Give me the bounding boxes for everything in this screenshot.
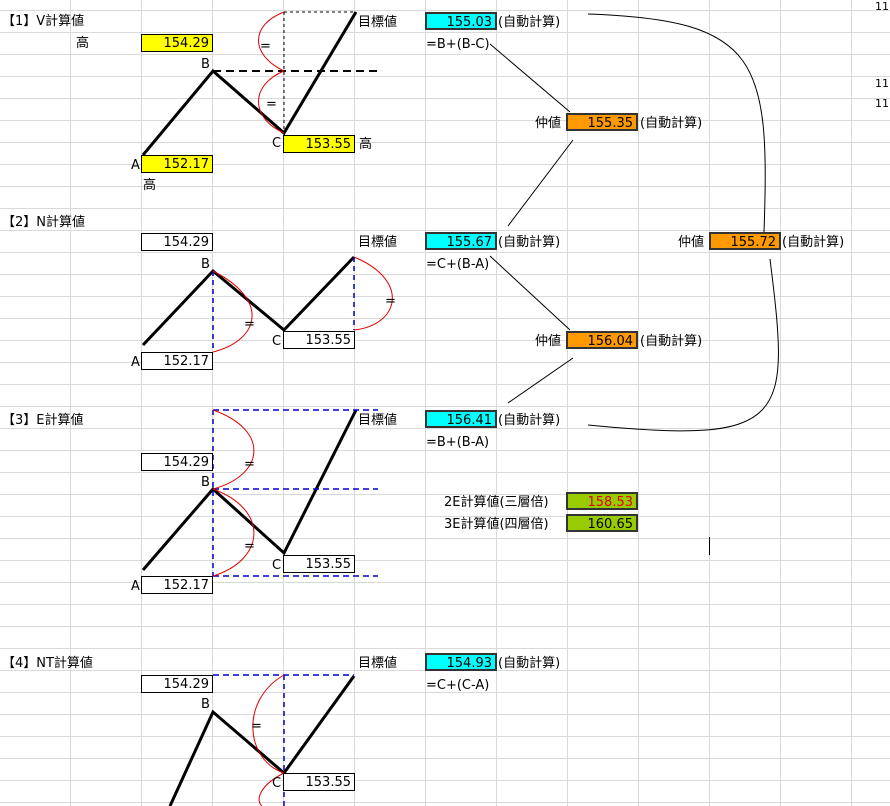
nt-equal-arc-1 xyxy=(252,674,285,774)
n-equal-mark-1: = xyxy=(244,317,255,332)
v-equal-mark-2: = xyxy=(266,97,277,112)
s1-auto-label: (自動計算) xyxy=(498,15,561,30)
s2-formula: =C+(B-A) xyxy=(426,257,490,272)
s2-point-b: B xyxy=(201,257,210,272)
text-cursor xyxy=(709,537,710,555)
s2-b-cell[interactable]: 154.29 xyxy=(141,233,213,251)
s4-point-c: C xyxy=(272,776,282,791)
connector-mid2-to-e xyxy=(507,357,574,404)
mid3-label: 仲値 xyxy=(678,235,705,250)
connector-mid1-to-n xyxy=(507,139,574,227)
e-wave-line xyxy=(141,409,358,571)
connector-mid3-to-e xyxy=(587,258,779,432)
s4-auto-label: (自動計算) xyxy=(498,656,561,671)
mid1-cell[interactable]: 155.35 xyxy=(566,113,638,131)
v-equal-arc-bottom xyxy=(258,70,285,134)
nt-wave-line xyxy=(168,675,356,806)
s4-formula: =C+(C-A) xyxy=(426,678,490,693)
s3-c-cell[interactable]: 153.55 xyxy=(283,555,355,573)
s3-auto-label: (自動計算) xyxy=(498,413,561,428)
nt-equal-mark: = xyxy=(251,719,262,734)
section-1-title: 【1】V計算値 xyxy=(2,14,85,29)
n-wave-line xyxy=(141,255,356,347)
s2-point-a: A xyxy=(131,355,140,370)
s1-b-cell[interactable]: 154.29 xyxy=(141,34,213,52)
section-4-title: 【4】NT計算値 xyxy=(2,656,93,671)
mid3-cell[interactable]: 155.72 xyxy=(709,232,781,250)
s1-target-cell[interactable]: 155.03 xyxy=(425,12,497,30)
s3-a-cell[interactable]: 152.17 xyxy=(141,576,213,594)
e3-cell[interactable]: 160.65 xyxy=(566,514,638,532)
v-equal-mark-1: = xyxy=(260,39,271,54)
mid1-auto-label: (自動計算) xyxy=(640,116,703,131)
e3-label: 3E計算値(四層倍) xyxy=(444,517,549,532)
n-equal-arc-1 xyxy=(212,270,253,353)
s2-target-label: 目標値 xyxy=(358,235,398,250)
s3-b-cell[interactable]: 154.29 xyxy=(141,453,213,471)
edge-number-3: 11 xyxy=(875,97,889,110)
edge-number-2: 11 xyxy=(875,77,889,90)
s1-point-b: B xyxy=(201,57,210,72)
s1-a-high-label: 高 xyxy=(143,178,157,193)
s1-a-cell[interactable]: 152.17 xyxy=(141,155,213,173)
s1-c-cell[interactable]: 153.55 xyxy=(283,135,355,153)
s1-c-high-label: 高 xyxy=(359,137,373,152)
mid2-cell[interactable]: 156.04 xyxy=(566,331,638,349)
nt-equal-arc-2 xyxy=(258,772,285,806)
s2-auto-label: (自動計算) xyxy=(498,235,561,250)
e-equal-arc-1 xyxy=(212,409,255,490)
section-3-title: 【3】E計算値 xyxy=(2,413,84,428)
s4-point-b: B xyxy=(201,697,210,712)
s4-target-label: 目標値 xyxy=(358,656,398,671)
n-equal-arc-2 xyxy=(353,256,393,331)
edge-number-1: 11 xyxy=(875,0,889,13)
mid2-auto-label: (自動計算) xyxy=(640,334,703,349)
n-equal-mark-2: = xyxy=(385,294,396,309)
s3-point-a: A xyxy=(131,579,140,594)
s3-formula: =B+(B-A) xyxy=(426,435,490,450)
s3-point-c: C xyxy=(272,558,282,573)
e-equal-mark-2: = xyxy=(244,539,255,554)
e2-cell[interactable]: 158.53 xyxy=(566,492,638,510)
s1-point-a: A xyxy=(131,158,140,173)
s1-formula: =B+(B-C) xyxy=(426,37,490,52)
e-equal-arc-2 xyxy=(212,488,255,577)
s1-point-c: C xyxy=(272,136,282,151)
s3-point-b: B xyxy=(201,475,210,490)
mid1-label: 仲値 xyxy=(535,116,562,131)
s2-a-cell[interactable]: 152.17 xyxy=(141,352,213,370)
connector-n-to-mid2 xyxy=(489,255,571,331)
s3-target-cell[interactable]: 156.41 xyxy=(425,410,497,428)
s4-c-cell[interactable]: 153.55 xyxy=(283,773,355,791)
s2-point-c: C xyxy=(272,334,282,349)
connector-v-to-mid3 xyxy=(587,13,766,233)
connector-v-to-mid1 xyxy=(489,43,571,113)
s2-target-cell[interactable]: 155.67 xyxy=(425,232,497,250)
v-equal-arc-top xyxy=(258,11,285,72)
mid3-auto-label: (自動計算) xyxy=(782,235,845,250)
section-2-title: 【2】N計算値 xyxy=(2,215,85,230)
s2-c-cell[interactable]: 153.55 xyxy=(283,331,355,349)
e-equal-mark-1: = xyxy=(244,457,255,472)
s4-target-cell[interactable]: 154.93 xyxy=(425,653,497,671)
s1-high-label: 高 xyxy=(76,36,90,51)
v-wave-line xyxy=(141,11,358,156)
e2-label: 2E計算値(三層倍) xyxy=(444,495,549,510)
s4-b-cell[interactable]: 154.29 xyxy=(141,675,213,693)
mid2-label: 仲値 xyxy=(535,334,562,349)
s3-target-label: 目標値 xyxy=(358,413,398,428)
s1-target-label: 目標値 xyxy=(358,15,398,30)
